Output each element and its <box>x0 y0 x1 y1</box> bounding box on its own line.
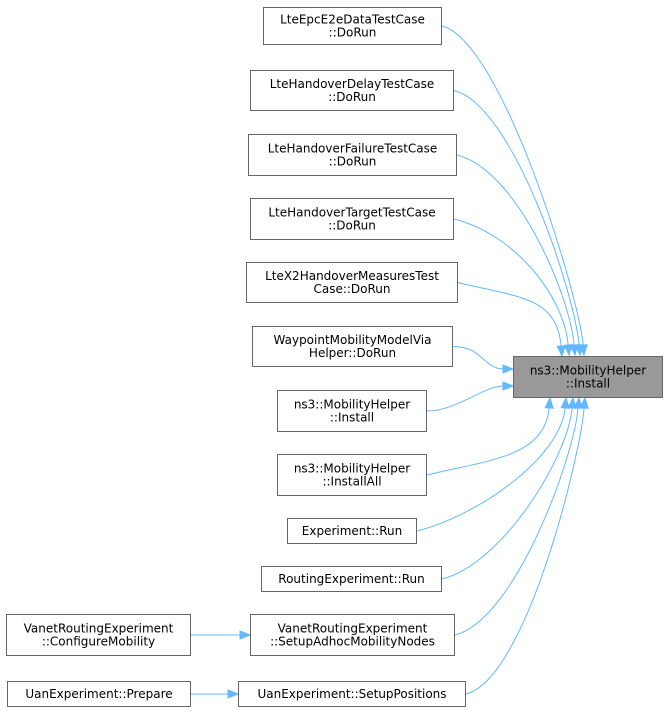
node-label-line: ::SetupAdhocMobilityNodes <box>270 635 435 649</box>
node-label-line: Helper::DoRun <box>309 346 396 360</box>
node-lte-handover-delay[interactable]: LteHandoverDelayTestCase::DoRun <box>250 70 454 111</box>
node-experiment-run[interactable]: Experiment::Run <box>287 518 417 544</box>
node-label-line: ::Install <box>330 411 374 425</box>
node-box <box>246 262 458 303</box>
node-box <box>250 198 454 240</box>
edge-lte-handover-failure-to-target <box>456 154 575 347</box>
edge-routing-experiment-run-to-target-arrowhead <box>567 396 577 409</box>
node-routing-experiment-run[interactable]: RoutingExperiment::Run <box>261 566 442 592</box>
edge-lte-handover-target-to-target <box>453 218 569 347</box>
node-label-line: ns3::MobilityHelper <box>294 398 410 412</box>
node-label-line: LteEpcE2eDataTestCase <box>280 13 425 27</box>
node-label-line: UanExperiment::Prepare <box>25 687 172 701</box>
edge-mobility-helper-install-to-target <box>426 385 505 412</box>
node-box <box>6 614 191 656</box>
node-label-line: ::DoRun <box>329 155 377 169</box>
node-label-line: ::DoRun <box>328 219 376 233</box>
edge-lte-handover-delay-to-target <box>453 90 580 347</box>
node-label-line: Case::DoRun <box>313 282 390 296</box>
edges-layer <box>190 25 589 699</box>
node-box <box>287 518 417 544</box>
edge-uan-prepare-to-uan-setup-positions-arrowhead <box>227 689 240 699</box>
node-label-line: ns3::MobilityHelper <box>530 364 646 378</box>
edge-lte-x2-handover-measures-to-target-arrowhead <box>556 345 566 358</box>
node-box <box>261 566 442 592</box>
node-box <box>277 390 427 432</box>
node-label-line: LteX2HandoverMeasuresTest <box>265 269 439 283</box>
node-box <box>513 356 663 398</box>
edge-waypoint-mobility-model-to-target <box>452 346 505 370</box>
edge-waypoint-mobility-model-to-target-arrowhead <box>502 364 515 374</box>
node-uan-setup-positions[interactable]: UanExperiment::SetupPositions <box>238 681 466 707</box>
edge-lte-x2-handover-measures-to-target <box>457 282 562 348</box>
node-uan-prepare[interactable]: UanExperiment::Prepare <box>7 681 191 707</box>
node-label-line: LteHandoverDelayTestCase <box>270 77 435 91</box>
node-label-line: LteHandoverTargetTestCase <box>268 206 435 220</box>
node-box <box>7 681 191 707</box>
edge-vanet-configure-mobility-to-vanet-setup-adhoc-arrowhead <box>239 630 252 640</box>
node-vanet-configure-mobility[interactable]: VanetRoutingExperiment::ConfigureMobilit… <box>6 614 191 656</box>
node-label-line: VanetRoutingExperiment <box>24 622 174 636</box>
node-target[interactable]: ns3::MobilityHelper::Install <box>513 356 663 398</box>
node-label-line: Experiment::Run <box>302 524 402 538</box>
node-lte-handover-failure[interactable]: LteHandoverFailureTestCase::DoRun <box>248 134 457 176</box>
edge-vanet-setup-adhoc-to-target-arrowhead <box>573 396 583 409</box>
edge-lte-epc-e2e-data-to-target <box>441 25 584 347</box>
node-label-line: RoutingExperiment::Run <box>278 572 424 586</box>
edge-mobility-helper-installall-to-target-arrowhead <box>544 396 554 409</box>
edge-mobility-helper-install-to-target-arrowhead <box>502 381 515 391</box>
edge-lte-handover-target-to-target-arrowhead <box>563 344 573 357</box>
node-box <box>252 326 453 367</box>
node-box <box>250 614 455 656</box>
node-vanet-setup-adhoc[interactable]: VanetRoutingExperiment::SetupAdhocMobili… <box>250 614 455 656</box>
node-label-line: VanetRoutingExperiment <box>278 622 428 636</box>
node-lte-handover-target[interactable]: LteHandoverTargetTestCase::DoRun <box>250 198 454 240</box>
node-label-line: WaypointMobilityModelVia <box>274 333 432 347</box>
edge-uan-setup-positions-to-target-arrowhead <box>579 396 589 409</box>
node-label-line: ::Install <box>566 377 610 391</box>
node-box <box>248 134 457 176</box>
node-label-line: UanExperiment::SetupPositions <box>257 687 446 701</box>
edge-routing-experiment-run-to-target <box>441 406 573 580</box>
nodes-layer: ns3::MobilityHelper::Install LteEpcE2eDat… <box>6 7 663 707</box>
edge-experiment-run-to-target <box>416 406 566 532</box>
edge-vanet-setup-adhoc-to-target <box>454 406 579 636</box>
node-box <box>277 454 427 496</box>
node-label-line: ::DoRun <box>329 26 377 40</box>
node-label-line: ns3::MobilityHelper <box>294 462 410 476</box>
edge-mobility-helper-installall-to-target <box>426 406 550 476</box>
node-mobility-helper-installall[interactable]: ns3::MobilityHelper::InstallAll <box>277 454 427 496</box>
edge-experiment-run-to-target-arrowhead <box>560 396 570 409</box>
node-box <box>263 7 442 45</box>
node-box <box>238 681 466 707</box>
node-label-line: ::InstallAll <box>322 475 381 489</box>
node-lte-epc-e2e-data[interactable]: LteEpcE2eDataTestCase::DoRun <box>263 7 442 45</box>
edge-lte-handover-failure-to-target-arrowhead <box>569 344 579 357</box>
node-mobility-helper-install[interactable]: ns3::MobilityHelper::Install <box>277 390 427 432</box>
edge-uan-setup-positions-to-target <box>465 406 585 695</box>
node-box <box>250 70 454 111</box>
node-label-line: ::ConfigureMobility <box>42 635 155 649</box>
node-label-line: LteHandoverFailureTestCase <box>268 142 438 156</box>
node-label-line: ::DoRun <box>328 90 376 104</box>
